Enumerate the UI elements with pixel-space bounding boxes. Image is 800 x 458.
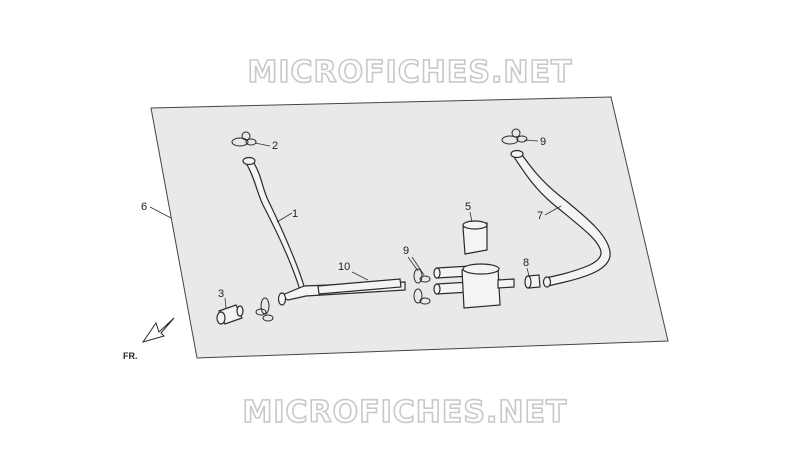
part-filter-canister: [433, 263, 515, 309]
part-8-collar: [524, 274, 541, 289]
watermark-bottom: MICROFICHES.NET: [243, 395, 568, 430]
part-9-clamp-top: [501, 128, 528, 145]
callout-5: 5: [465, 201, 471, 213]
callout-9-middle: 9: [403, 245, 409, 257]
callout-6: 6: [141, 201, 147, 213]
part-3-fitting: [216, 304, 244, 325]
front-direction-label: FR.: [123, 351, 138, 361]
callout-9-top: 9: [540, 136, 546, 148]
callout-3: 3: [218, 288, 224, 300]
leader-lines: [149, 139, 562, 309]
part-1-hose-end-lower: [277, 292, 287, 306]
callout-10: 10: [338, 261, 350, 273]
part-7-hose-end-lower: [542, 276, 552, 288]
part-clamp-left: [255, 297, 274, 322]
background-panel: [150, 96, 669, 359]
part-2-clamp: [231, 131, 257, 147]
callout-1: 1: [292, 208, 298, 220]
part-1-hose-end: [242, 156, 256, 166]
watermark-top: MICROFICHES.NET: [248, 55, 573, 90]
callout-7: 7: [537, 210, 543, 222]
callout-2: 2: [272, 140, 278, 152]
part-5-sleeve: [462, 220, 488, 255]
callout-8: 8: [523, 257, 529, 269]
part-9-clamps-middle: [413, 268, 431, 305]
part-7-hose-end: [510, 149, 524, 159]
part-10-tube: [317, 278, 402, 295]
front-direction-arrow-icon: [141, 317, 175, 343]
